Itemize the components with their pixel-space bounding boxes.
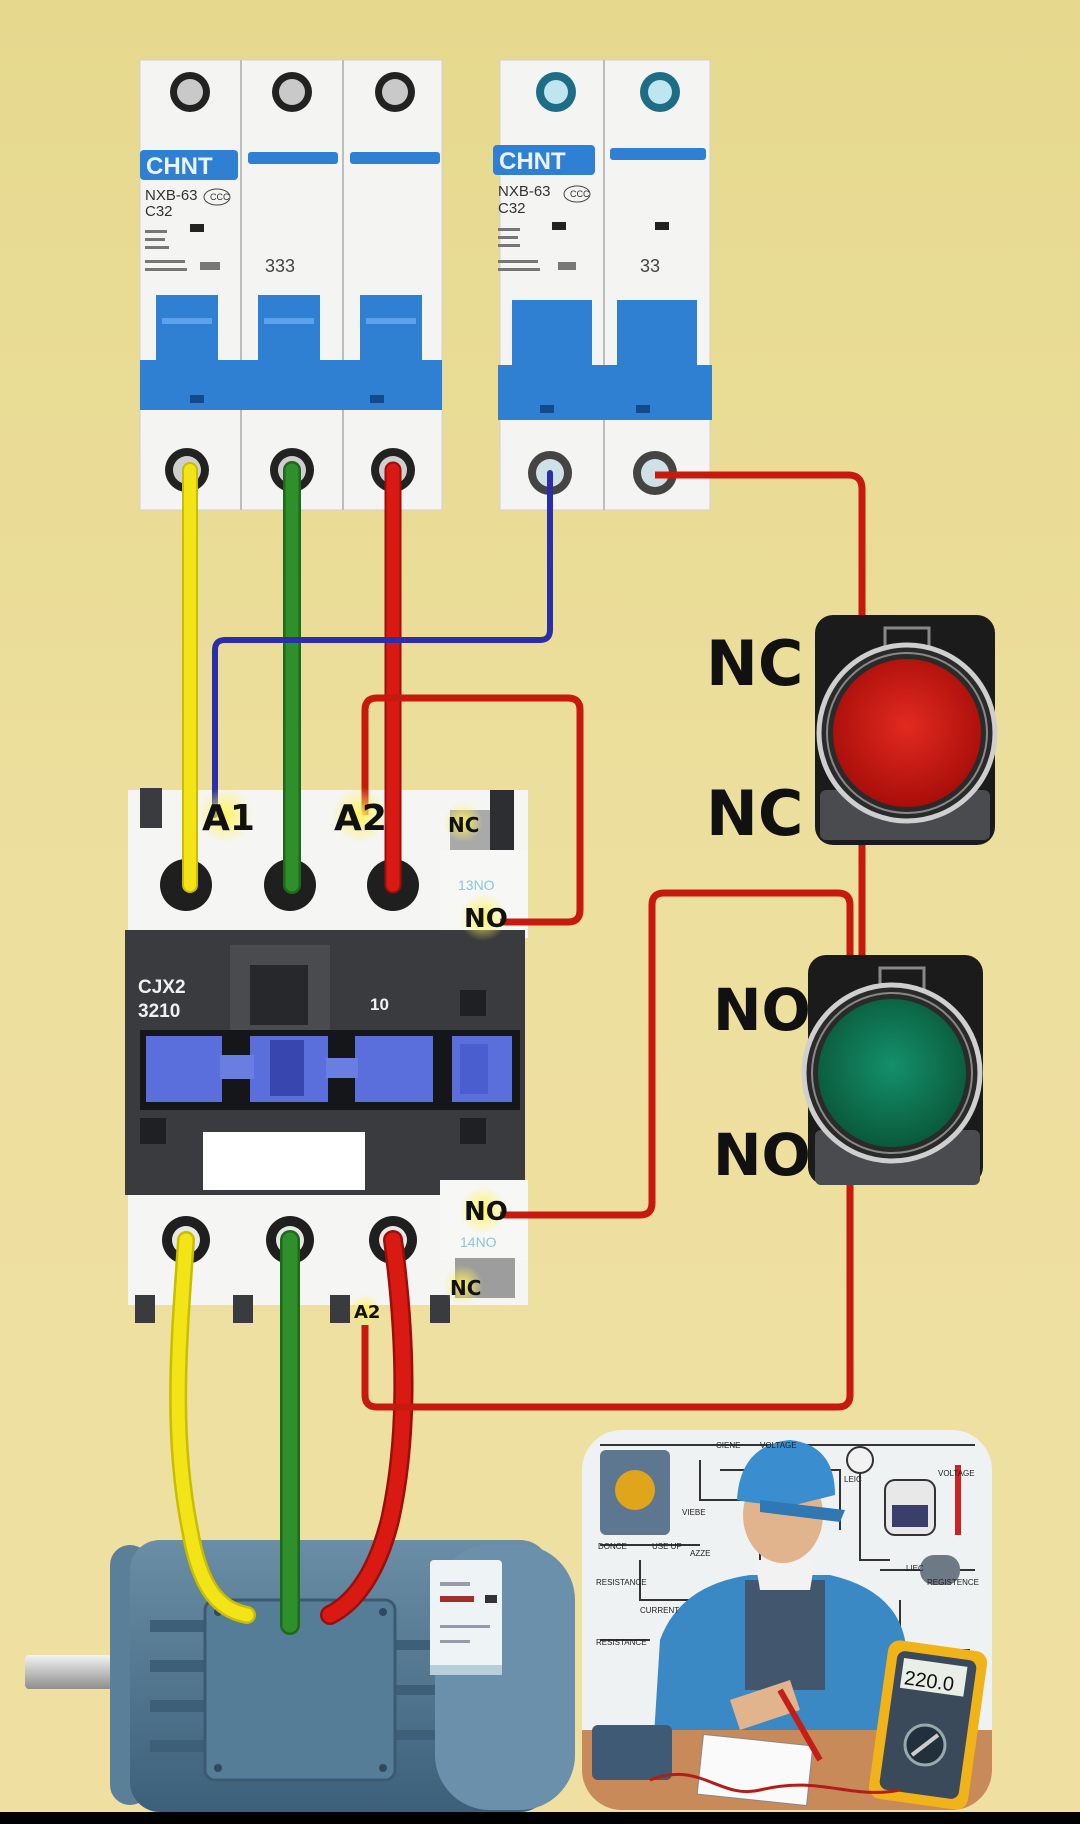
top-screw-terminals	[536, 72, 680, 112]
three-pole-breaker: CHNT NXB-63 CCC C32 333	[139, 59, 443, 511]
technician-inset: 220.0 CIENE VOLTAGE VOLTAGE VIEBE LEIC D…	[582, 1430, 992, 1810]
pole-mark: 33	[640, 256, 660, 276]
svg-text:REGISTENCE: REGISTENCE	[927, 1578, 979, 1587]
svg-text:LIEC: LIEC	[906, 1564, 924, 1573]
label-a2-top: A2	[334, 798, 387, 839]
label-no-top: NO	[464, 904, 508, 934]
start-top-label: NO	[713, 976, 811, 1044]
brand-label: CHNT	[146, 153, 213, 180]
stop-bottom-label: NC	[706, 777, 803, 850]
stop-top-label: NC	[706, 627, 803, 700]
breaker-handle[interactable]	[498, 300, 712, 420]
brand-label: CHNT	[499, 148, 566, 175]
wire-a2-to-no-loop	[361, 694, 584, 926]
rating-label: C32	[145, 203, 173, 220]
start-button-cap[interactable]	[818, 999, 966, 1147]
svg-text:VOLTAGE: VOLTAGE	[760, 1441, 797, 1450]
motor-shaft	[25, 1655, 125, 1689]
label-a2-bottom: A2	[354, 1302, 380, 1323]
svg-text:VOLTAGE: VOLTAGE	[938, 1469, 975, 1478]
power-wires	[169, 461, 553, 1635]
inset-text-labels: CIENE VOLTAGE VOLTAGE VIEBE LEIC DONCE U…	[596, 1441, 979, 1647]
control-wires	[361, 471, 866, 1411]
bottom-bar	[0, 1812, 1080, 1824]
start-push-button[interactable]	[801, 955, 983, 1185]
svg-text:RESISTANCE: RESISTANCE	[596, 1578, 647, 1587]
wire-breaker-to-stop	[655, 471, 866, 625]
multimeter: 220.0	[868, 1640, 988, 1810]
svg-text:LEIC: LEIC	[844, 1475, 862, 1484]
terminal-box	[203, 1598, 397, 1782]
brand-badge	[493, 145, 595, 175]
bottom-screw-terminals	[165, 448, 415, 492]
svg-text:AZZE: AZZE	[690, 1549, 710, 1558]
probe-leads	[649, 1772, 901, 1794]
stop-push-button[interactable]	[815, 615, 998, 845]
cert-mark: CCC	[570, 189, 590, 199]
schematic-paper	[696, 1733, 814, 1807]
mounting-feet	[135, 1295, 450, 1323]
main-terminal-screws-top	[160, 859, 419, 911]
model-label: NXB-63	[145, 187, 198, 204]
label-a1: A1	[202, 798, 255, 839]
aux-code-label: 10	[370, 995, 389, 1014]
label-14no: 14NO	[460, 1234, 497, 1250]
contactor-label-plate	[203, 1132, 365, 1190]
cooling-fins	[150, 1620, 435, 1752]
brand-badge	[140, 150, 238, 180]
power-supply-box	[592, 1725, 672, 1780]
top-screw-terminals	[170, 72, 415, 112]
wire-aux-no-to-start	[500, 889, 854, 1219]
svg-text:CIENE: CIENE	[716, 1441, 740, 1450]
contactor-terminal-labels: A1 A2 NC 13NO NO NO 14NO NC A2	[197, 787, 508, 1326]
contactor-armature-window	[140, 1030, 520, 1110]
label-nc-top: NC	[448, 813, 479, 837]
label-13no: 13NO	[458, 877, 495, 893]
label-nc-bottom: NC	[450, 1276, 481, 1300]
contactor-model-line2: 3210	[138, 1001, 180, 1022]
test-probe	[777, 1688, 823, 1762]
cert-mark: CCC	[210, 192, 230, 202]
wire-neutral	[212, 470, 553, 818]
pole-mark: 333	[265, 256, 295, 276]
spec-text-lines	[145, 230, 220, 271]
contactor: CJX2 3210 10	[125, 788, 528, 1323]
breaker-handle[interactable]	[140, 295, 442, 410]
contactor-model-line1: CJX2	[138, 977, 186, 998]
svg-text:DONCE: DONCE	[598, 1542, 627, 1551]
rating-label: C32	[498, 200, 526, 217]
motor-nameplate	[430, 1560, 502, 1675]
label-no-bottom: NO	[464, 1197, 508, 1227]
wire-start-to-a2	[361, 1180, 854, 1411]
model-label: NXB-63	[498, 183, 551, 200]
spec-text-lines	[498, 228, 576, 271]
start-bottom-label: NO	[713, 1121, 811, 1189]
svg-text:VIEBE: VIEBE	[682, 1508, 706, 1517]
svg-text:RESISTANCE: RESISTANCE	[596, 1638, 647, 1647]
stop-button-cap[interactable]	[833, 659, 981, 807]
svg-text:USE UP: USE UP	[652, 1542, 682, 1551]
svg-text:CURRENT: CURRENT	[640, 1606, 679, 1615]
two-pole-breaker: CHNT NXB-63 CCC C32 33	[493, 59, 712, 511]
